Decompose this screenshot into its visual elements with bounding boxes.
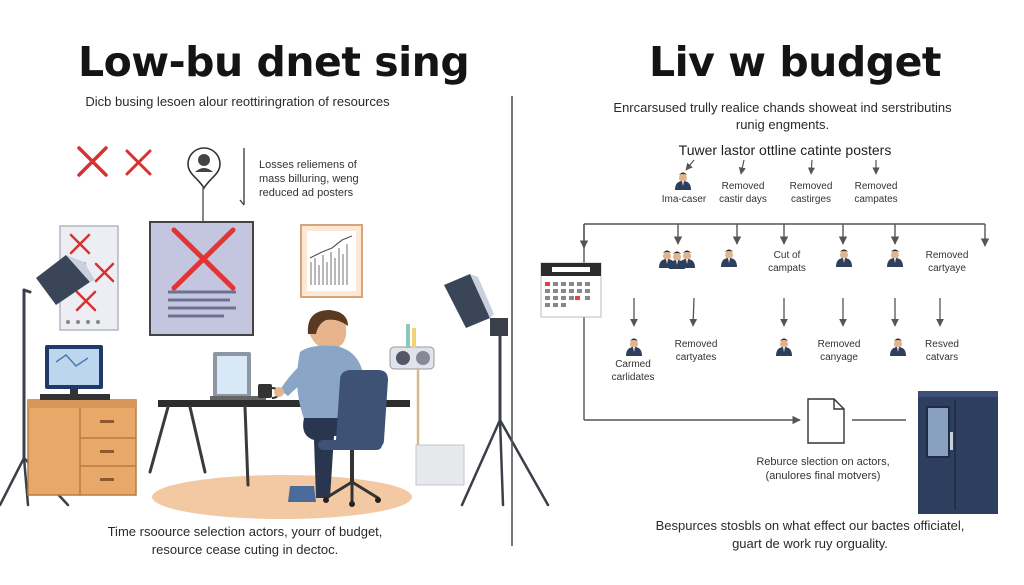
pin-icon	[187, 147, 221, 190]
person-icon	[721, 249, 737, 267]
row3-label: Removed canyage	[817, 339, 861, 363]
document-label: Reburce slection on actors, (anulores fi…	[748, 455, 898, 483]
row1-label: Removed campates	[854, 181, 898, 205]
caption-line: Time rsoource selection actors, yourr of…	[107, 524, 383, 539]
rejected-poster	[149, 221, 254, 336]
subtitle-line: Enrcarsused trully realice chands showea…	[613, 100, 952, 115]
flow-header: Tuwer lastor ottline catinte posters	[678, 142, 892, 158]
right-subtitle: Enrcarsused trully realice chands showea…	[575, 99, 990, 133]
right-caption: Bespurces stosbls on what effect our bac…	[600, 517, 1020, 553]
desk	[148, 400, 410, 487]
person-icon	[626, 338, 642, 356]
person-icon	[887, 249, 903, 267]
row2-label: Cut of campats	[768, 250, 806, 274]
person-icon	[675, 172, 691, 190]
document-icon	[807, 398, 845, 444]
subtitle-line: runig engments.	[735, 117, 830, 132]
calendar-icon	[540, 262, 602, 318]
red-x-icon	[77, 146, 108, 177]
note-line: mass billuring, weng	[259, 173, 359, 185]
red-x-icon	[125, 149, 152, 176]
chart-poster	[300, 224, 363, 298]
person-icon	[890, 338, 906, 356]
doc-label-line: Reburce slection on actors,	[756, 456, 890, 468]
note-line: Losses reliemens of	[259, 159, 357, 171]
office-chair	[318, 370, 388, 507]
studio-light-right	[444, 274, 550, 507]
group-icon	[659, 250, 695, 269]
row1-label: Ima-caser	[661, 194, 707, 205]
drawer-cabinet	[27, 399, 137, 496]
left-note: Losses reliemens of mass billuring, weng…	[259, 158, 389, 200]
person-icon	[836, 249, 852, 267]
laptop	[210, 352, 266, 400]
camera-gadget	[389, 324, 465, 486]
row2-label: Removed cartyaye	[925, 250, 969, 274]
caption-line: Bespurces stosbls on what effect our bac…	[655, 518, 965, 533]
row3-label: Removed cartyates	[674, 339, 718, 363]
navy-cabinet	[918, 391, 998, 514]
doc-label-line: (anulores final motvers)	[765, 470, 881, 482]
caption-line: guart de work ruy orguality.	[732, 536, 888, 551]
monitor	[40, 345, 110, 400]
row3-label: Resved catvars	[925, 339, 959, 363]
left-subtitle: Dicb busing lesoen alour reottiringratio…	[85, 94, 390, 109]
person-icon	[776, 338, 792, 356]
right-title: Liv w budget	[649, 38, 941, 86]
left-title: Low-bu dnet sing	[78, 38, 470, 86]
left-caption: Time rsoource selection actors, yourr of…	[40, 523, 450, 559]
row1-label: Removed castir days	[719, 181, 767, 205]
row1-label: Removed castirges	[789, 181, 833, 205]
note-line: reduced ad posters	[259, 187, 354, 199]
row3-label: Carmed carlidates	[611, 359, 655, 383]
caption-line: resource cease cuting in dectoc.	[151, 542, 339, 557]
